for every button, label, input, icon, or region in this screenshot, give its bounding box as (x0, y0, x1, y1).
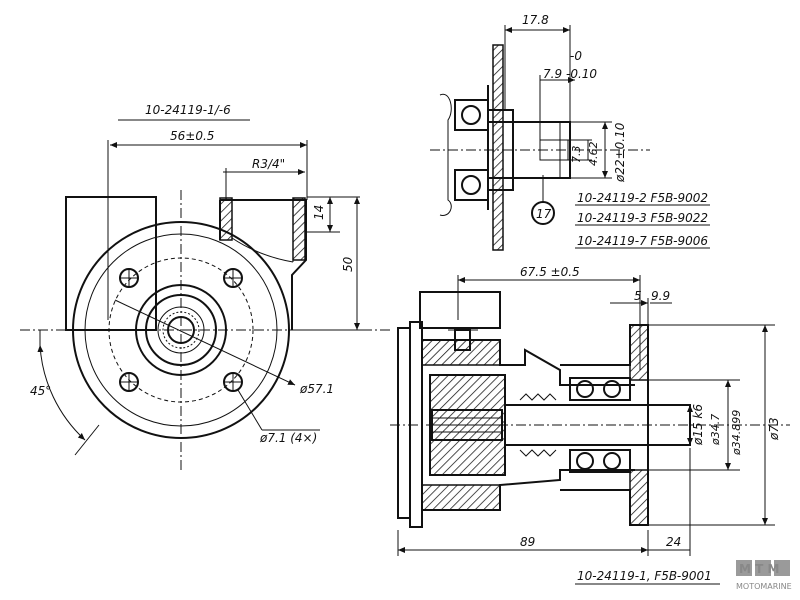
dia-73: ø73 (767, 417, 781, 441)
logo-letters: M T M (739, 562, 779, 576)
section-view (390, 275, 790, 585)
dim-89: 89 (520, 535, 535, 549)
tol-upper: -0 (570, 49, 582, 63)
mtm-logo: M T M MOTOMARINE (736, 560, 792, 591)
front-part-ref: 10-24119-1/-6 (145, 103, 231, 117)
item-balloon-17: 17 (536, 207, 552, 221)
dim-67-5: 67.5 ±0.5 (520, 265, 580, 279)
dia-15k6: ø15 k6 (691, 404, 705, 446)
dim-14: 14 (312, 205, 326, 220)
dim-24: 24 (666, 535, 681, 549)
dim-17-8: 17.8 (522, 13, 549, 27)
key-7-3: 7.3 (570, 146, 583, 164)
pcd-label: ø57.1 (299, 382, 334, 396)
front-view-labels: 10-24119-1/-6 56±0.5 R3/4" 14 50 45° ø57… (30, 103, 355, 445)
key-4-62: 4.62 (587, 142, 600, 167)
dim-5: 5 (634, 289, 642, 303)
variant-3: 10-24119-7 F5B-9006 (577, 234, 708, 248)
detail-view-labels: 17.8 -0 7.9 -0.10 ø22±0.10 7.3 4.62 17 1… (522, 13, 708, 248)
dia-22: ø22±0.10 (613, 122, 627, 183)
logo-caption: MOTOMARINE (736, 582, 792, 591)
variant-2: 10-24119-3 F5B-9022 (577, 211, 708, 225)
section-part-label: 10-24119-1, F5B-9001 (577, 569, 712, 583)
section-view-labels: 67.5 ±0.5 5 9.9 ø15 k6 ø34.7 ø34.899 ø73… (520, 265, 781, 583)
dia-34-7: ø34.7 (709, 414, 722, 446)
tol-lower: -0.10 (566, 67, 597, 81)
dim-56: 56±0.5 (170, 129, 214, 143)
holes-label: ø7.1 (4×) (259, 431, 317, 445)
dia-34-899: ø34.899 (730, 410, 743, 456)
front-view (20, 119, 390, 470)
angle-45: 45° (30, 384, 51, 398)
variant-1: 10-24119-2 F5B-9002 (577, 191, 708, 205)
dim-50: 50 (341, 256, 355, 272)
dim-9-9: 9.9 (651, 289, 670, 303)
detail-view (430, 25, 710, 251)
dim-7-9: 7.9 (543, 67, 562, 81)
thread-label: R3/4" (252, 157, 285, 171)
